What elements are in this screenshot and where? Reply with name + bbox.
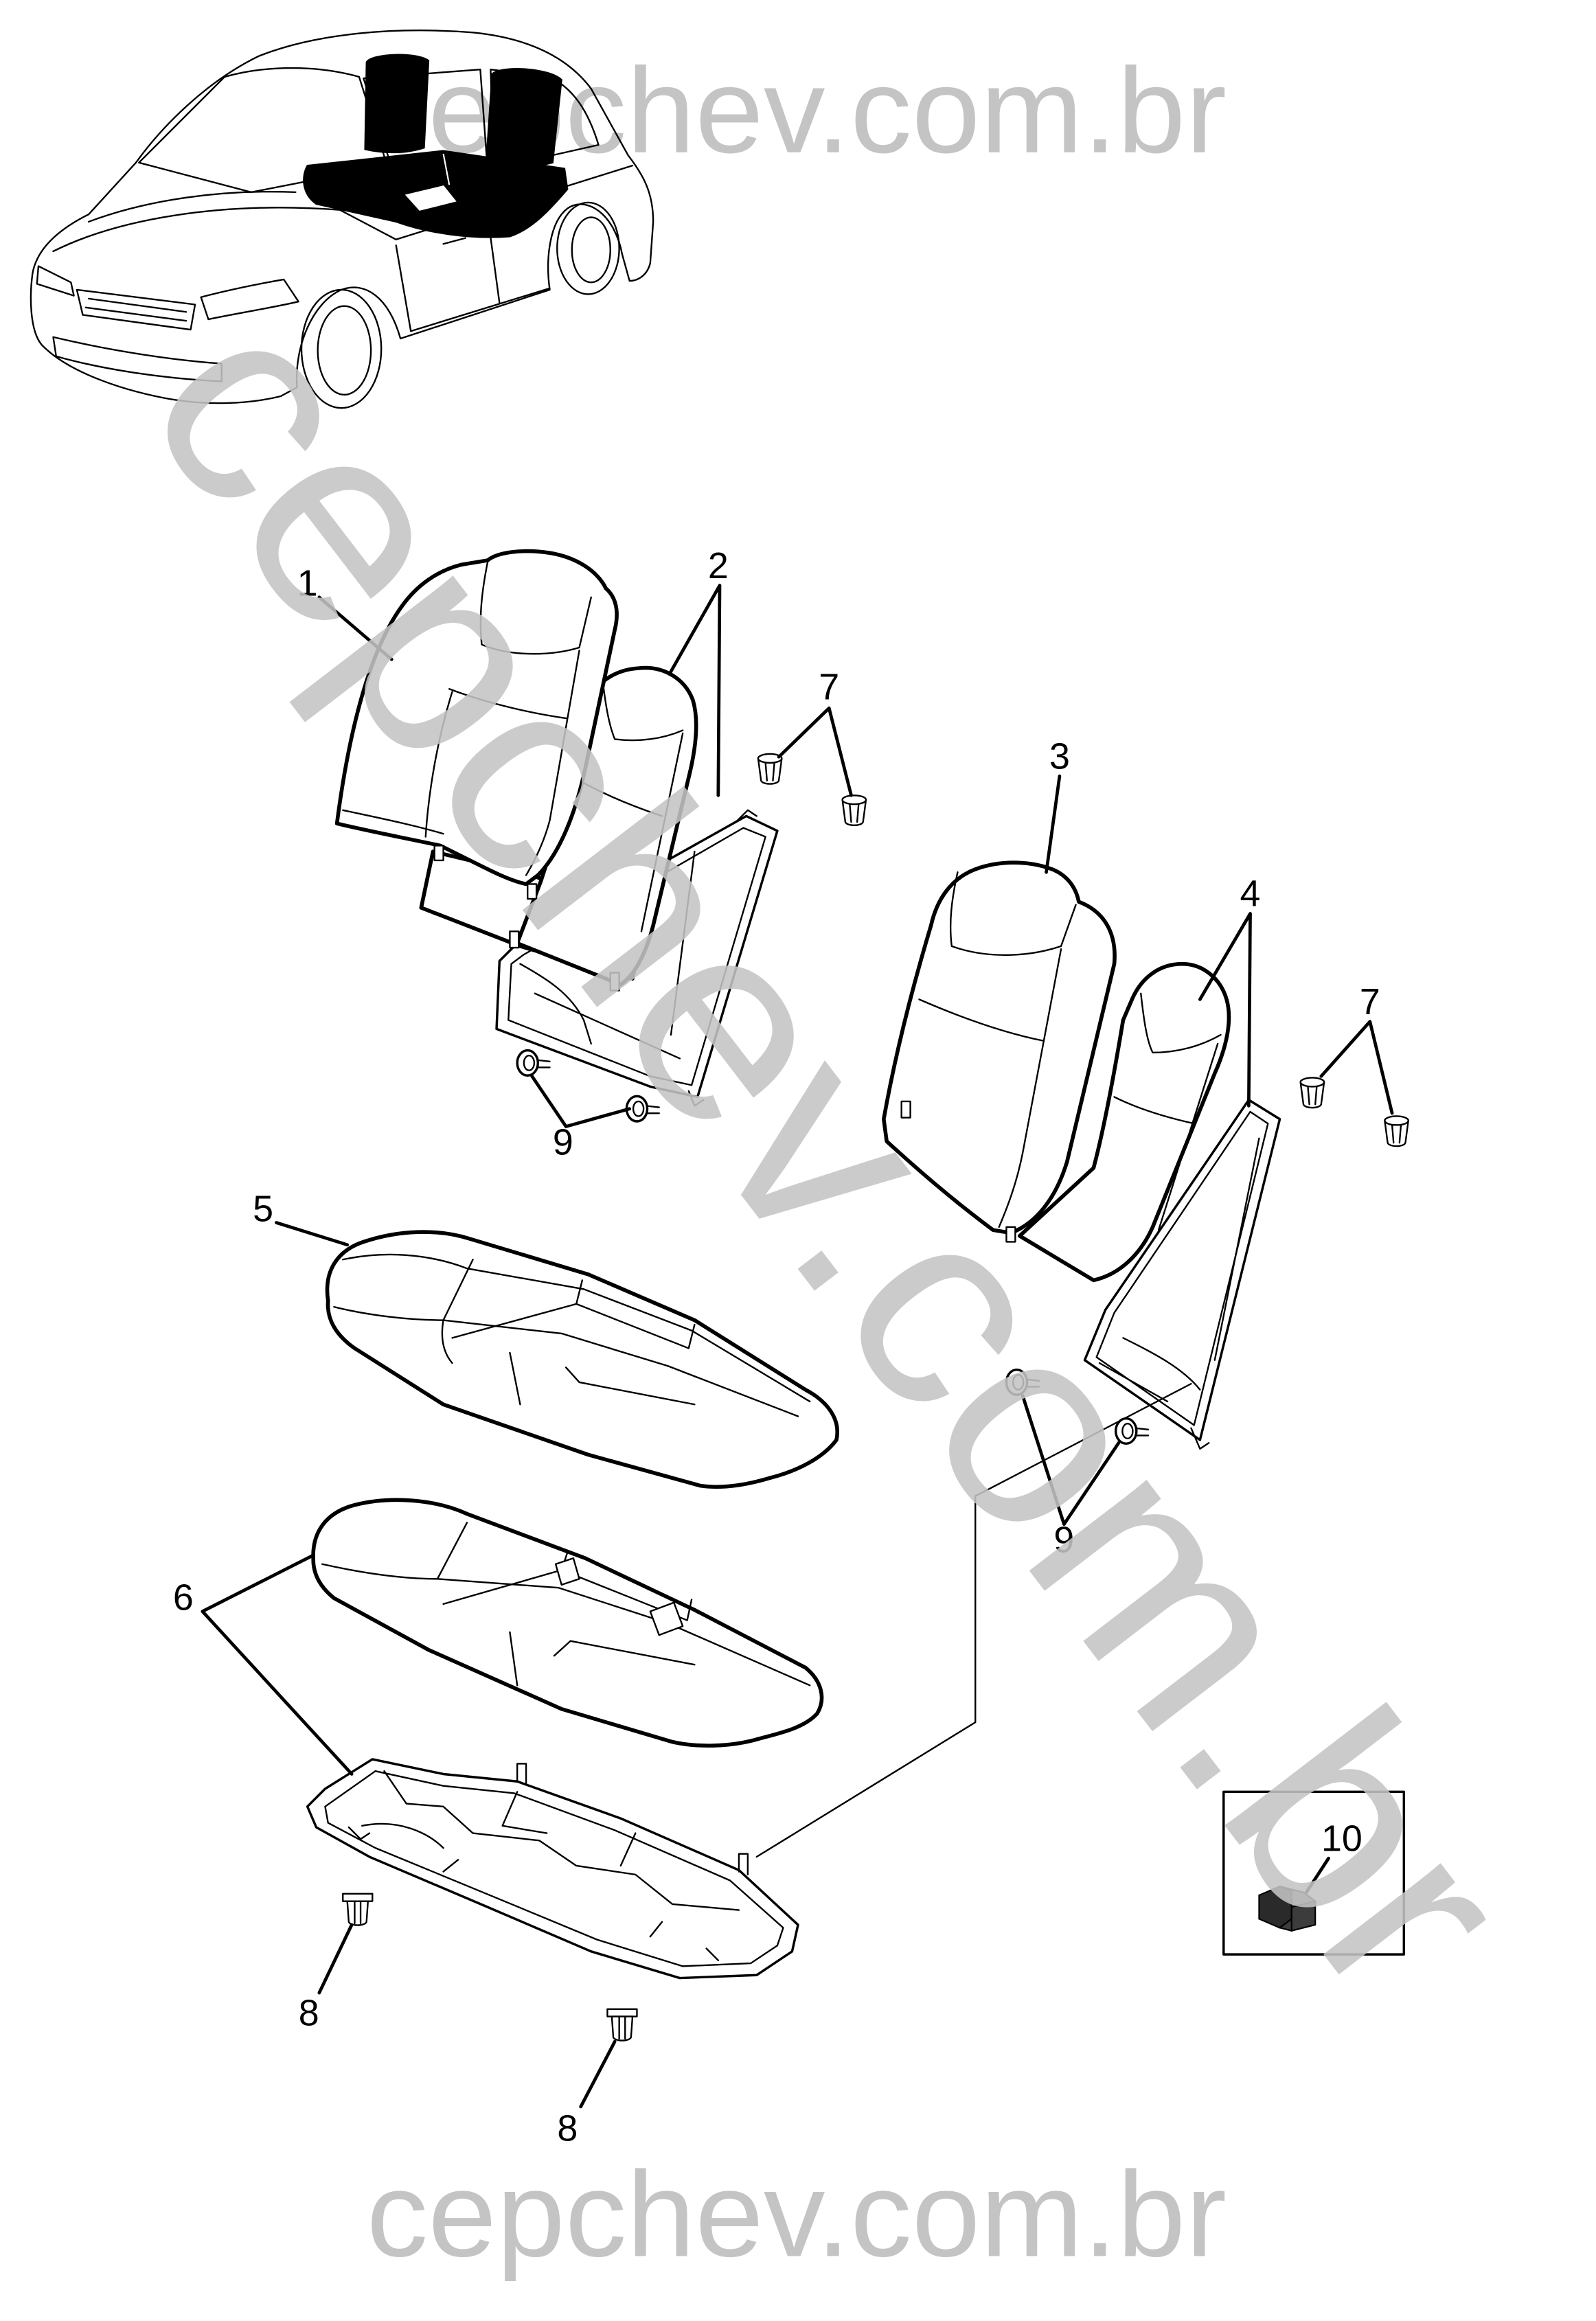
- part-1-backrest: [334, 549, 619, 900]
- part-7-clip-left-a: [757, 753, 783, 785]
- part-4-frame-outer: [1083, 1099, 1281, 1441]
- vehicle-locator-illustration: [30, 30, 654, 409]
- part-2-frame-wires: [519, 809, 757, 1107]
- vehicle-hood-line: [52, 190, 397, 253]
- leader-part-8-bottom: [579, 2039, 617, 2109]
- part-4-backrest: [1018, 961, 1231, 1283]
- part-2-cover-seams: [578, 732, 684, 933]
- part-4-backrest-cover: [1018, 961, 1231, 1283]
- callout-part-4: 4: [1240, 873, 1261, 915]
- part-6-cushion-outline: [311, 1498, 824, 1748]
- highlight-rear-seatback-right: [485, 68, 562, 168]
- vehicle-rear-wheel: [556, 201, 620, 295]
- part-2-cover-tab: [609, 972, 620, 992]
- callout-part-1: 1: [297, 563, 318, 604]
- part-1-tab-left: [433, 845, 444, 862]
- part-10-inset-border: [1222, 1790, 1406, 1956]
- part-6-buckle-slot-center: [554, 1557, 580, 1586]
- part-6-cushion-frame: [306, 1758, 799, 1980]
- part-10-clip-side: [1278, 1900, 1316, 1932]
- callout-part-10: 10: [1321, 1818, 1363, 1859]
- vehicle-front-rim: [317, 305, 372, 396]
- watermark-bottom: cepchev.com.br: [367, 2147, 1227, 2282]
- vehicle-grille: [76, 288, 196, 331]
- part-3-tab-right: [1005, 1226, 1016, 1243]
- part-6-frame-outer: [306, 1758, 799, 1980]
- vehicle-body-outline: [30, 30, 654, 404]
- leader-part-7-left: [777, 706, 853, 797]
- callout-part-7-right: 7: [1360, 981, 1380, 1022]
- part-1-seams: [342, 650, 580, 876]
- part-2-headrest-seam: [602, 682, 684, 742]
- leader-part-6: [201, 1553, 354, 1776]
- part-4-headrest-seam: [1140, 992, 1222, 1054]
- highlight-seatbelt-detail: [404, 153, 457, 211]
- vehicle-door-lines: [395, 215, 551, 332]
- part-7-clip-right-a: [1299, 1077, 1325, 1109]
- callout-part-3: 3: [1049, 735, 1070, 777]
- leader-part-8-left: [317, 1923, 354, 1995]
- part-7-clip-right-b: [1384, 1115, 1409, 1147]
- part-6-frame-wires: [347, 1763, 749, 1961]
- part-5-seat-cushion-cover: [325, 1230, 839, 1489]
- part-2-board-tab: [509, 930, 520, 949]
- callout-part-9-left: 9: [553, 1121, 573, 1163]
- leader-lines: [201, 584, 1394, 2109]
- part-1-backrest-outline: [334, 549, 619, 887]
- part-4-frame-wires: [1098, 1137, 1260, 1450]
- part-5-top-edge: [342, 1253, 811, 1403]
- vehicle-headlight-left: [36, 265, 75, 297]
- leader-part-9-left: [530, 1074, 632, 1128]
- callout-part-2: 2: [708, 545, 729, 586]
- part-7-clip-left-b: [841, 794, 867, 827]
- part-1-headrest-seam: [479, 560, 592, 655]
- part-4-seatback-frame: [1083, 1099, 1281, 1450]
- leader-part-10: [1304, 1856, 1330, 1895]
- callout-part-8-bottom: 8: [557, 2107, 578, 2149]
- callout-part-9-right: 9: [1053, 1520, 1074, 1561]
- part-3-headrest-seam: [949, 871, 1077, 956]
- leader-part-4: [1198, 912, 1252, 1108]
- part-3-seams: [918, 948, 1062, 1228]
- vehicle-headlight-right: [200, 278, 299, 321]
- part-5-panel-seams: [441, 1259, 696, 1406]
- highlight-rear-seatback-left: [364, 54, 430, 154]
- callout-part-5: 5: [253, 1188, 273, 1229]
- part-3-backrest: [882, 860, 1117, 1243]
- leader-part-3: [1045, 774, 1062, 874]
- part-6-seat-cushion: [311, 1498, 824, 1748]
- part-6-frame-inner: [324, 1770, 784, 1967]
- callout-part-8-left: 8: [299, 1992, 319, 2033]
- part-1-tab-right: [527, 883, 538, 900]
- leader-part-2: [668, 584, 722, 797]
- frame-connector-line: [755, 1382, 1192, 1858]
- callout-part-7-left: 7: [819, 666, 839, 707]
- leader-part-5: [275, 1221, 350, 1247]
- callout-labels: 1 2 7 3 4 7 9 5 9 6 10 8 8: [173, 545, 1380, 2149]
- leader-part-1: [317, 595, 394, 661]
- part-3-tab-left: [900, 1100, 911, 1119]
- part-6-buckle-slot-right: [649, 1601, 684, 1636]
- callout-part-6: 6: [173, 1577, 194, 1618]
- leader-part-7-right: [1319, 1020, 1394, 1115]
- part-4-frame-inner: [1095, 1110, 1269, 1426]
- part-3-backrest-outline: [882, 860, 1117, 1235]
- vehicle-front-wheel: [300, 288, 383, 409]
- vehicle-rear-rim: [571, 216, 611, 284]
- vehicle-lower-intake: [52, 336, 223, 382]
- part-10-inset: [1222, 1790, 1406, 1956]
- part-4-cover-seams: [1113, 1042, 1219, 1231]
